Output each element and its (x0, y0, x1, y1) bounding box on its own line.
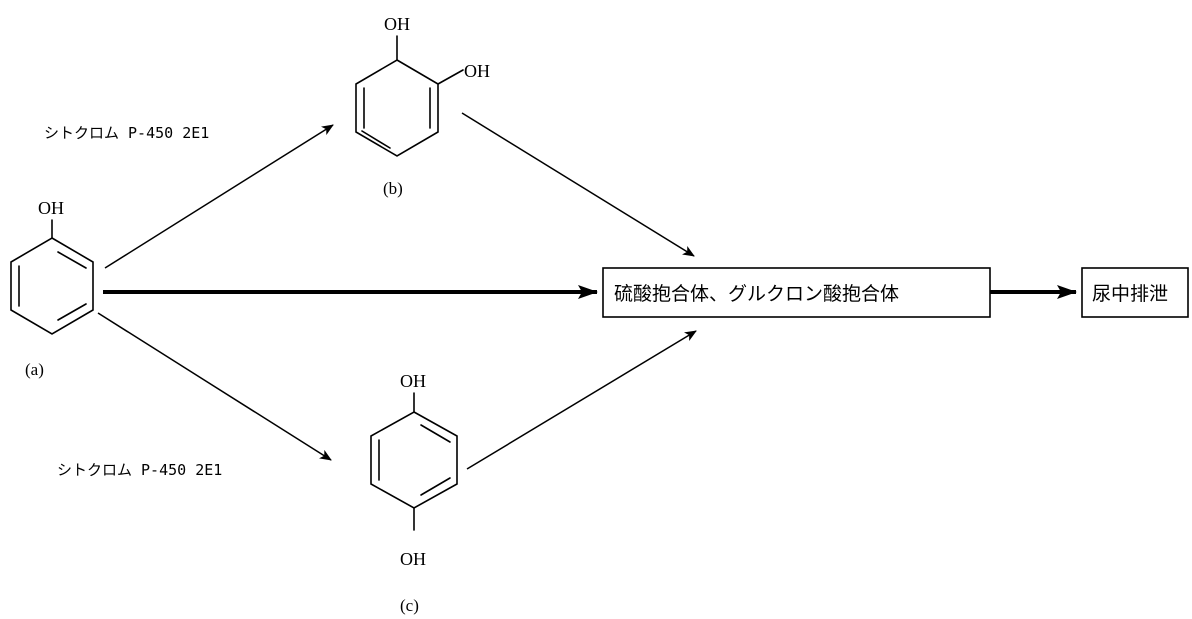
molecule-c-hydroquinone: OH OH (c) (370, 371, 458, 615)
oh-label-c-top: OH (400, 371, 426, 391)
oh-label-b-right: OH (464, 61, 490, 81)
oh-label-c-bottom: OH (400, 549, 426, 569)
molecule-c-label: (c) (400, 596, 419, 615)
arrow-c-to-conjugates (466, 330, 697, 470)
molecule-a-label: (a) (25, 360, 44, 379)
excretion-label: 尿中排泄 (1092, 283, 1168, 305)
oh-bond-b-right (437, 69, 464, 85)
benzene-ring-b (355, 59, 439, 157)
oh-label-b-top: OH (384, 14, 410, 34)
arrow-a-to-b (104, 124, 334, 269)
conjugates-box: 硫酸抱合体、グルクロン酸抱合体 (602, 267, 991, 318)
molecule-b-catechol: OH OH (b) (355, 14, 490, 198)
enzyme-label-upper: シトクロム P-450 2E1 (44, 124, 209, 142)
arrow-a-to-c (97, 312, 332, 461)
molecule-a-phenol: OH (a) (10, 198, 94, 379)
molecule-b-label: (b) (383, 179, 403, 198)
enzyme-label-lower: シトクロム P-450 2E1 (57, 461, 222, 479)
benzene-ring-a (10, 237, 94, 335)
excretion-box: 尿中排泄 (1081, 267, 1189, 318)
benzene-ring-c (370, 411, 458, 509)
oh-label-a: OH (38, 198, 64, 218)
conjugates-label: 硫酸抱合体、グルクロン酸抱合体 (614, 283, 899, 305)
arrow-b-to-conjugates (461, 112, 695, 257)
